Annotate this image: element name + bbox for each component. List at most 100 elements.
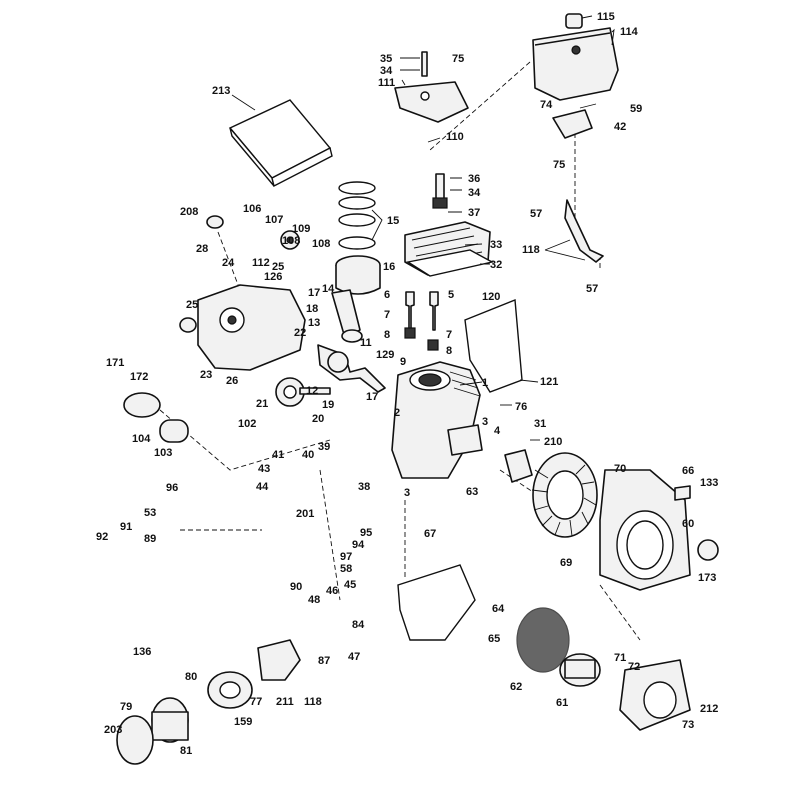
valves: [404, 291, 439, 351]
label-118b: 118: [304, 696, 322, 708]
label-75: 75: [452, 53, 464, 65]
label-203: 203: [104, 724, 122, 736]
label-17b: 17: [366, 391, 378, 403]
label-65: 65: [488, 633, 500, 645]
label-14: 14: [322, 283, 335, 295]
label-61: 61: [556, 697, 568, 709]
label-96: 96: [166, 482, 178, 494]
air-baffle: [464, 299, 523, 393]
label-201: 201: [296, 508, 314, 520]
blower-housing: [599, 469, 691, 591]
label-25b: 25: [186, 299, 198, 311]
label-28: 28: [196, 243, 208, 255]
label-13: 13: [308, 317, 320, 329]
muffler: [123, 392, 189, 443]
label-210: 210: [544, 436, 562, 448]
label-112: 112: [252, 257, 270, 269]
label-115: 115: [597, 11, 615, 23]
label-107: 107: [265, 214, 283, 226]
engine-shroud: [397, 564, 476, 641]
label-91: 91: [120, 521, 132, 533]
label-34b: 34: [468, 187, 481, 199]
label-62: 62: [510, 681, 522, 693]
label-173: 173: [698, 572, 716, 584]
label-136: 136: [133, 646, 151, 658]
label-58: 58: [340, 563, 352, 575]
label-77: 77: [250, 696, 262, 708]
label-81: 81: [180, 745, 192, 757]
label-66: 66: [682, 465, 694, 477]
air-cleaner-base: [207, 671, 253, 709]
label-92: 92: [96, 531, 108, 543]
air-filter: [151, 697, 189, 743]
label-20: 20: [312, 413, 324, 425]
label-118: 118: [522, 244, 540, 256]
label-48: 48: [308, 594, 320, 606]
label-12: 12: [306, 385, 318, 397]
label-212: 212: [700, 703, 718, 715]
label-19: 19: [322, 399, 334, 411]
label-126: 126: [264, 271, 282, 283]
label-33: 33: [490, 239, 502, 251]
label-67: 67: [424, 528, 436, 540]
label-5: 5: [448, 289, 454, 301]
label-34: 34: [380, 65, 393, 77]
piston: [335, 255, 381, 295]
label-21: 21: [256, 398, 268, 410]
label-15: 15: [387, 215, 399, 227]
crankcase-side-cover: [197, 284, 306, 371]
label-84: 84: [352, 619, 365, 631]
service-manual-box: [228, 99, 333, 188]
label-90: 90: [290, 581, 302, 593]
label-103: 103: [154, 447, 172, 459]
cylinder-head: [404, 221, 494, 277]
camshaft-gear: [275, 377, 331, 407]
label-24: 24: [222, 257, 235, 269]
label-133: 133: [700, 477, 718, 489]
label-47: 47: [348, 651, 360, 663]
label-64: 64: [492, 603, 505, 615]
recoil-starter: [619, 659, 691, 731]
label-37: 37: [468, 207, 480, 219]
flywheel: [531, 452, 598, 538]
cylinder-block: [391, 361, 483, 479]
label-9: 9: [400, 356, 406, 368]
label-38: 38: [358, 481, 370, 493]
label-95: 95: [360, 527, 372, 539]
label-26: 26: [226, 375, 238, 387]
label-45: 45: [344, 579, 356, 591]
label-4: 4: [494, 425, 501, 437]
label-1: 1: [482, 377, 488, 389]
label-16: 16: [383, 261, 395, 273]
label-46: 46: [326, 585, 338, 597]
leader-lines: [231, 15, 630, 471]
label-109: 109: [292, 223, 310, 235]
oil-seal: [179, 215, 224, 333]
label-70: 70: [614, 463, 626, 475]
label-42: 42: [614, 121, 626, 133]
label-213: 213: [212, 85, 230, 97]
label-60: 60: [682, 518, 694, 530]
part-number-labels: 115 114 35 34 111 75 213 74 59 42 110 75…: [96, 11, 718, 757]
label-72: 72: [628, 661, 640, 673]
piston-rings: [338, 181, 376, 250]
label-106: 106: [243, 203, 261, 215]
label-17: 17: [308, 287, 320, 299]
label-53: 53: [144, 507, 156, 519]
fuel-tank: [532, 13, 619, 101]
label-63: 63: [466, 486, 478, 498]
label-43: 43: [258, 463, 270, 475]
label-11: 11: [360, 337, 372, 349]
label-57: 57: [530, 208, 542, 220]
spark-plug: [432, 173, 448, 209]
label-80: 80: [185, 671, 197, 683]
label-40: 40: [302, 449, 314, 461]
label-104: 104: [132, 433, 151, 445]
label-120: 120: [482, 291, 500, 303]
mounting-plate: [394, 51, 469, 123]
label-159: 159: [234, 716, 252, 728]
label-71: 71: [614, 652, 626, 664]
ignition-module: [504, 449, 533, 483]
label-79: 79: [120, 701, 132, 713]
